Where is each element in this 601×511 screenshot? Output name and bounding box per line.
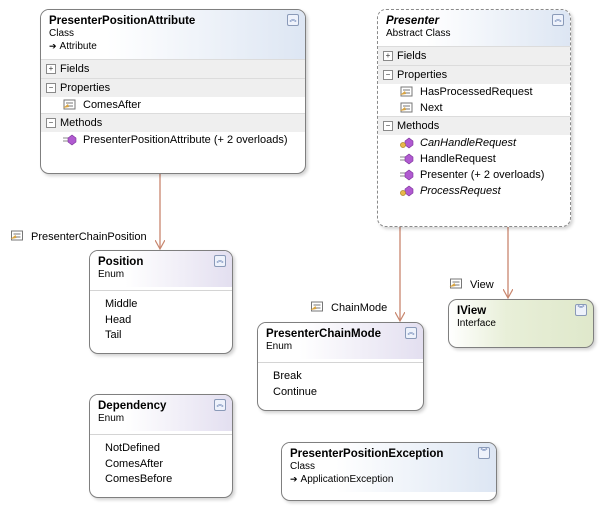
- property-icon: [63, 99, 76, 110]
- class-kind: Class: [49, 28, 75, 39]
- section-properties[interactable]: −Properties: [378, 65, 570, 84]
- class-presenter[interactable]: Presenter Abstract Class ︽ +Fields −Prop…: [377, 9, 571, 227]
- section-fields[interactable]: +Fields: [378, 46, 570, 65]
- property-icon: [10, 230, 23, 241]
- collapse-minus-icon[interactable]: −: [383, 70, 393, 80]
- enum-kind: Enum: [98, 413, 125, 424]
- base-class: ➔ApplicationException: [290, 474, 394, 485]
- enum-title: Position: [98, 256, 144, 268]
- interface-title: IView: [457, 305, 487, 317]
- protected-method-icon: [400, 185, 414, 197]
- class-presenter-position-attribute[interactable]: PresenterPositionAttribute Class ➔Attrib…: [40, 9, 306, 174]
- inherit-arrow-icon: ➔: [49, 41, 57, 51]
- enum-value[interactable]: Middle: [105, 298, 138, 310]
- section-methods[interactable]: −Methods: [378, 116, 570, 135]
- collapse-minus-icon[interactable]: −: [383, 121, 393, 131]
- enum-position[interactable]: Position Enum ︽ Middle Head Tail: [89, 250, 233, 354]
- class-title: PresenterPositionAttribute: [49, 15, 196, 27]
- enum-kind: Enum: [266, 341, 293, 352]
- section-properties[interactable]: −Properties: [41, 78, 305, 97]
- method-item[interactable]: ProcessRequest: [378, 183, 570, 199]
- property-item[interactable]: Next: [378, 100, 570, 116]
- enum-value[interactable]: Tail: [105, 329, 122, 341]
- class-title: Presenter: [386, 15, 440, 27]
- collapse-icon[interactable]: ︽: [214, 255, 226, 267]
- enum-dependency[interactable]: Dependency Enum ︽ NotDefined ComesAfter …: [89, 394, 233, 498]
- method-icon: [63, 134, 77, 146]
- expand-icon[interactable]: ︾: [478, 447, 490, 459]
- enum-value[interactable]: Break: [273, 370, 302, 382]
- property-icon: [400, 86, 413, 97]
- collapse-minus-icon[interactable]: −: [46, 118, 56, 128]
- collapse-icon[interactable]: ︽: [214, 399, 226, 411]
- expand-plus-icon[interactable]: +: [383, 51, 393, 61]
- class-kind: Abstract Class: [386, 28, 451, 39]
- interface-iview[interactable]: IView Interface ︾: [448, 299, 594, 348]
- property-item[interactable]: HasProcessedRequest: [378, 84, 570, 100]
- collapse-icon[interactable]: ︽: [287, 14, 299, 26]
- interface-kind: Interface: [457, 318, 496, 329]
- collapse-icon[interactable]: ︽: [552, 14, 564, 26]
- association-label-view[interactable]: View: [449, 278, 494, 291]
- enum-title: PresenterChainMode: [266, 328, 382, 340]
- class-presenter-position-exception[interactable]: PresenterPositionException Class ➔Applic…: [281, 442, 497, 501]
- base-class: ➔Attribute: [49, 41, 97, 52]
- property-icon: [449, 278, 462, 289]
- method-icon: [400, 169, 414, 181]
- enum-value[interactable]: NotDefined: [105, 442, 161, 454]
- association-label-chain-mode[interactable]: ChainMode: [310, 301, 387, 314]
- inherit-arrow-icon: ➔: [290, 474, 298, 484]
- association-label-presenter-chain-position[interactable]: PresenterChainPosition: [10, 230, 147, 243]
- expand-plus-icon[interactable]: +: [46, 64, 56, 74]
- enum-title: Dependency: [98, 400, 167, 412]
- enum-kind: Enum: [98, 269, 125, 280]
- class-title: PresenterPositionException: [290, 448, 444, 460]
- method-item[interactable]: HandleRequest: [378, 151, 570, 167]
- class-kind: Class: [290, 461, 316, 472]
- expand-icon[interactable]: ︾: [575, 304, 587, 316]
- enum-value[interactable]: ComesAfter: [105, 457, 164, 470]
- method-item[interactable]: CanHandleRequest: [378, 135, 570, 151]
- section-fields[interactable]: +Fields: [41, 59, 305, 78]
- method-icon: [400, 153, 414, 165]
- property-item[interactable]: ComesAfter: [41, 97, 305, 113]
- enum-value[interactable]: Head: [105, 313, 132, 326]
- collapse-minus-icon[interactable]: −: [46, 83, 56, 93]
- enum-presenter-chain-mode[interactable]: PresenterChainMode Enum ︽ Break Continue: [257, 322, 424, 411]
- enum-value[interactable]: ComesBefore: [105, 473, 173, 485]
- method-item[interactable]: PresenterPositionAttribute (+ 2 overload…: [41, 132, 305, 148]
- method-item[interactable]: Presenter (+ 2 overloads): [378, 167, 570, 183]
- enum-value[interactable]: Continue: [273, 385, 318, 398]
- property-icon: [400, 102, 413, 113]
- property-icon: [310, 301, 323, 312]
- collapse-icon[interactable]: ︽: [405, 327, 417, 339]
- protected-method-icon: [400, 137, 414, 149]
- section-methods[interactable]: −Methods: [41, 113, 305, 132]
